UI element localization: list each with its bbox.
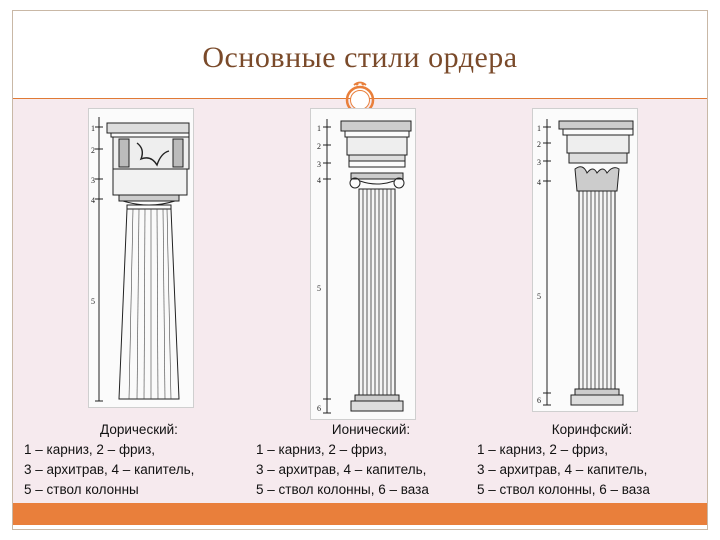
ionic-scale-label: 6 <box>317 404 321 413</box>
doric-title: Дорический: <box>100 422 178 437</box>
ionic-scale-label: 1 <box>317 124 321 133</box>
corinthian-column-image: 1 2 3 4 5 6 <box>532 108 638 412</box>
ionic-line-3: 5 – ствол колонны, 6 – ваза <box>256 482 429 497</box>
corinthian-scale-label: 5 <box>537 292 541 301</box>
slide-title: Основные стили ордера <box>202 41 518 74</box>
ionic-line-1: 1 – карниз, 2 – фриз, <box>256 442 388 457</box>
ionic-caption: Ионический: 1 – карниз, 2 – фриз, 3 – ар… <box>256 420 486 500</box>
ionic-scale-label: 5 <box>317 284 321 293</box>
corinthian-title: Коринфский: <box>551 422 633 437</box>
bottom-accent-bar <box>13 503 707 525</box>
doric-scale-label: 3 <box>91 176 95 185</box>
doric-scale-label: 4 <box>91 196 95 205</box>
ionic-column-image: 1 2 3 4 5 6 <box>310 108 416 420</box>
ionic-title: Ионический: <box>331 422 411 437</box>
ionic-scale-label: 4 <box>317 176 321 185</box>
corinthian-column-drawing: 1 2 3 4 5 6 <box>537 119 634 406</box>
ionic-line-2: 3 – архитрав, 4 – капитель, <box>256 462 427 477</box>
corinthian-scale-label: 6 <box>537 396 541 405</box>
doric-scale-label: 5 <box>91 297 95 306</box>
doric-scale-label: 1 <box>91 124 95 133</box>
corinthian-scale-label: 4 <box>537 178 541 187</box>
doric-column-image: 1 2 3 4 5 <box>88 108 194 408</box>
doric-column-drawing: 1 2 3 4 5 <box>91 117 190 402</box>
corinthian-scale-label: 1 <box>537 124 541 133</box>
doric-line-3: 5 – ствол колонны <box>24 482 139 497</box>
doric-line-2: 3 – архитрав, 4 – капитель, <box>24 462 195 477</box>
doric-scale-label: 2 <box>91 146 95 155</box>
corinthian-scale-label: 3 <box>537 158 541 167</box>
doric-caption: Дорический: 1 – карниз, 2 – фриз, 3 – ар… <box>24 420 254 500</box>
ionic-scale-label: 3 <box>317 160 321 169</box>
ionic-column-drawing: 1 2 3 4 5 6 <box>317 119 412 414</box>
corinthian-line-1: 1 – карниз, 2 – фриз, <box>477 442 609 457</box>
corinthian-line-3: 5 – ствол колонны, 6 – ваза <box>477 482 650 497</box>
ionic-scale-label: 2 <box>317 142 321 151</box>
corinthian-line-2: 3 – архитрав, 4 – капитель, <box>477 462 648 477</box>
corinthian-caption: Коринфский: 1 – карниз, 2 – фриз, 3 – ар… <box>477 420 707 500</box>
corinthian-scale-label: 2 <box>537 140 541 149</box>
doric-line-1: 1 – карниз, 2 – фриз, <box>24 442 156 457</box>
title-band: Основные стили ордера <box>13 11 707 99</box>
